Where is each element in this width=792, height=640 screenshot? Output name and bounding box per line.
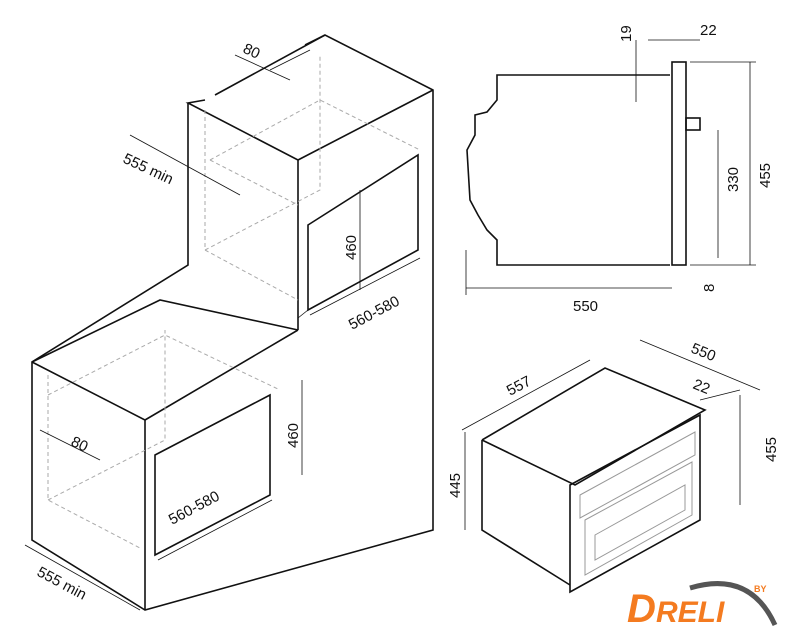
dreli-logo: D RELI BY [627,581,778,631]
label-upper-depth-gap: 80 [240,40,262,62]
label-lower-depth-gap: 80 [68,433,90,455]
label-iso-width: 557 [504,373,534,400]
label-upper-niche-height: 460 [343,235,360,260]
label-side-panel-offset: 19 [618,25,635,42]
side-view [465,39,756,295]
svg-text:BY: BY [754,584,767,594]
label-side-inner-height: 330 [725,167,742,192]
label-side-front-thickness: 22 [700,22,717,39]
left-dimension-lines [24,49,421,611]
lower-cabinet [31,299,299,610]
label-upper-niche-width: 560-580 [346,293,403,334]
label-side-bottom-offset: 8 [701,284,718,292]
iso-oven [461,339,761,594]
label-iso-total-height: 455 [763,437,780,462]
dimension-labels: 80 555 min 460 560-580 80 460 560-580 55… [34,22,780,604]
label-lower-niche-width: 560-580 [166,488,223,529]
label-iso-front-thickness: 22 [691,376,713,398]
label-lower-niche-height: 460 [285,423,302,448]
label-side-total-height: 455 [757,163,774,188]
label-iso-body-height: 445 [447,473,464,498]
svg-text:D: D [627,587,656,631]
label-iso-depth: 550 [689,340,719,365]
svg-text:RELI: RELI [656,596,725,629]
label-side-depth: 550 [573,298,598,315]
